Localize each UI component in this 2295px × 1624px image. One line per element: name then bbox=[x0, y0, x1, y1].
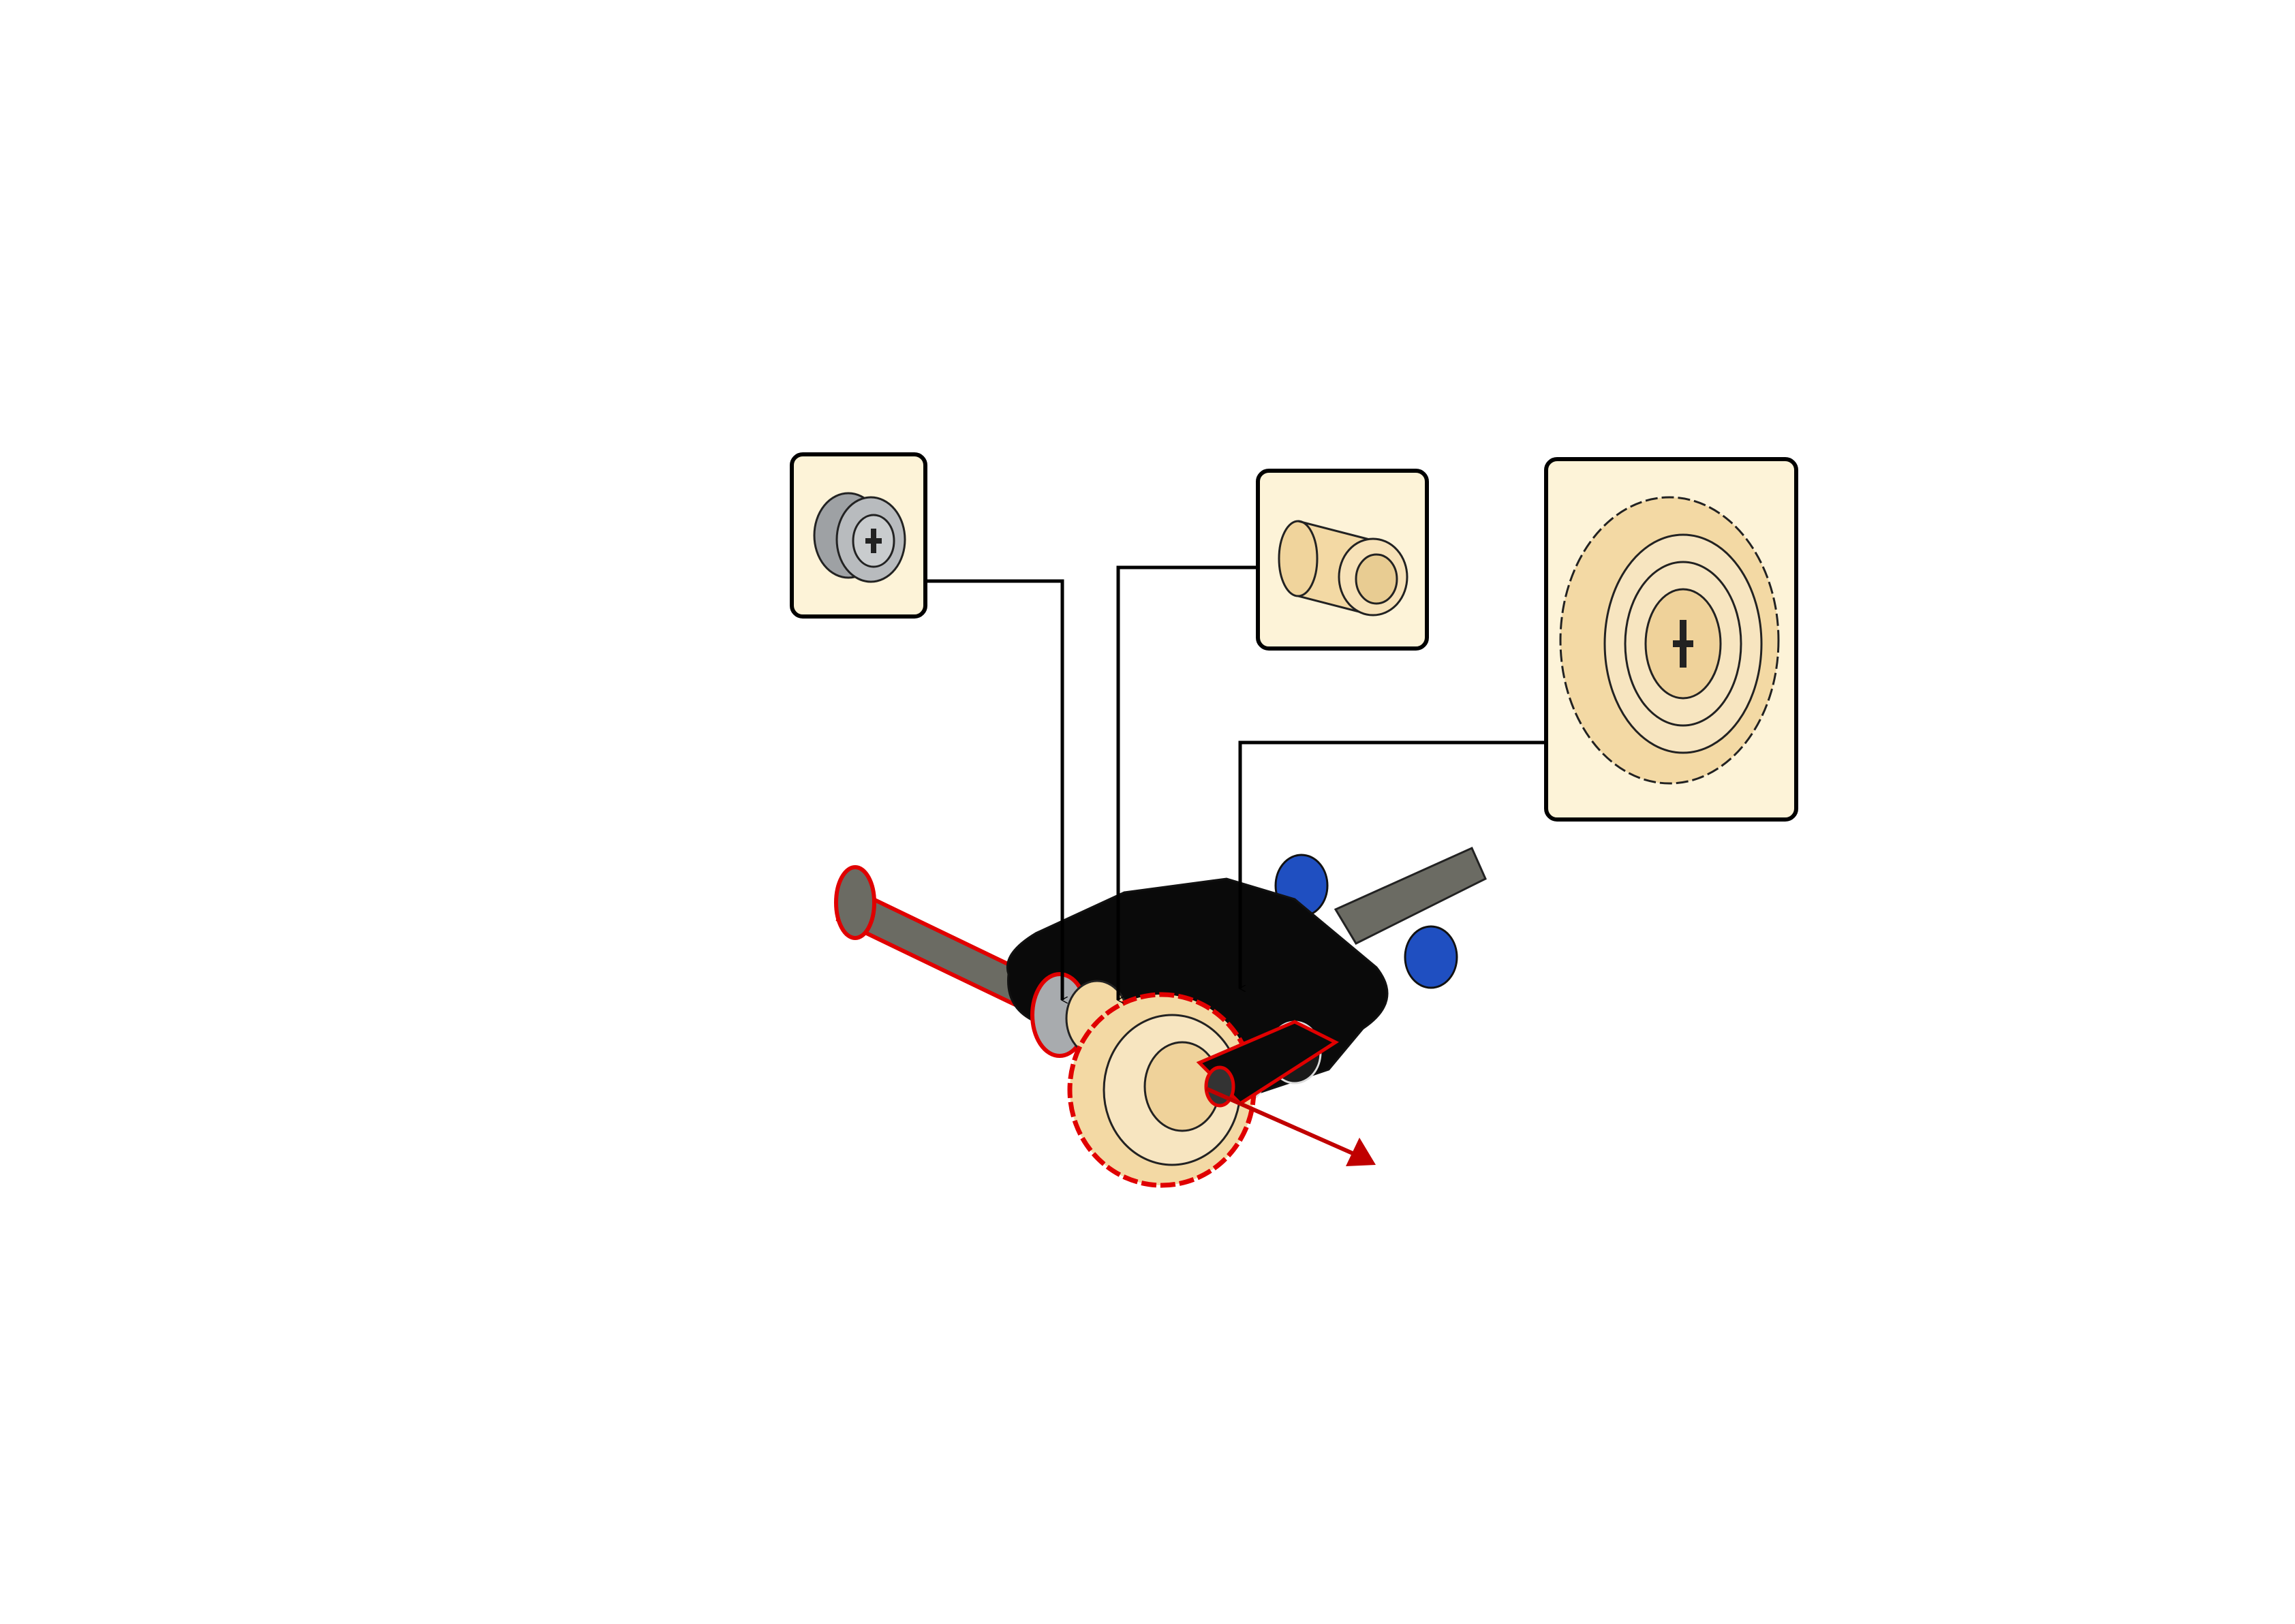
bush-part-icon bbox=[813, 492, 906, 583]
leader-line-connector bbox=[1116, 565, 1258, 1000]
leader-line-bush bbox=[925, 579, 1062, 1000]
connector-part-icon bbox=[1278, 520, 1408, 616]
blue-pin bbox=[1404, 925, 1458, 989]
assembly-model bbox=[834, 847, 1487, 1188]
leader-line-gear bbox=[1238, 740, 1546, 988]
insertion-direction-arrow bbox=[1205, 1087, 1376, 1166]
callout-bevel-gear bbox=[1544, 457, 1798, 822]
bevel-gear-part-icon bbox=[1559, 496, 1780, 785]
callout-bush bbox=[790, 452, 927, 619]
callout-connector bbox=[1256, 469, 1429, 651]
